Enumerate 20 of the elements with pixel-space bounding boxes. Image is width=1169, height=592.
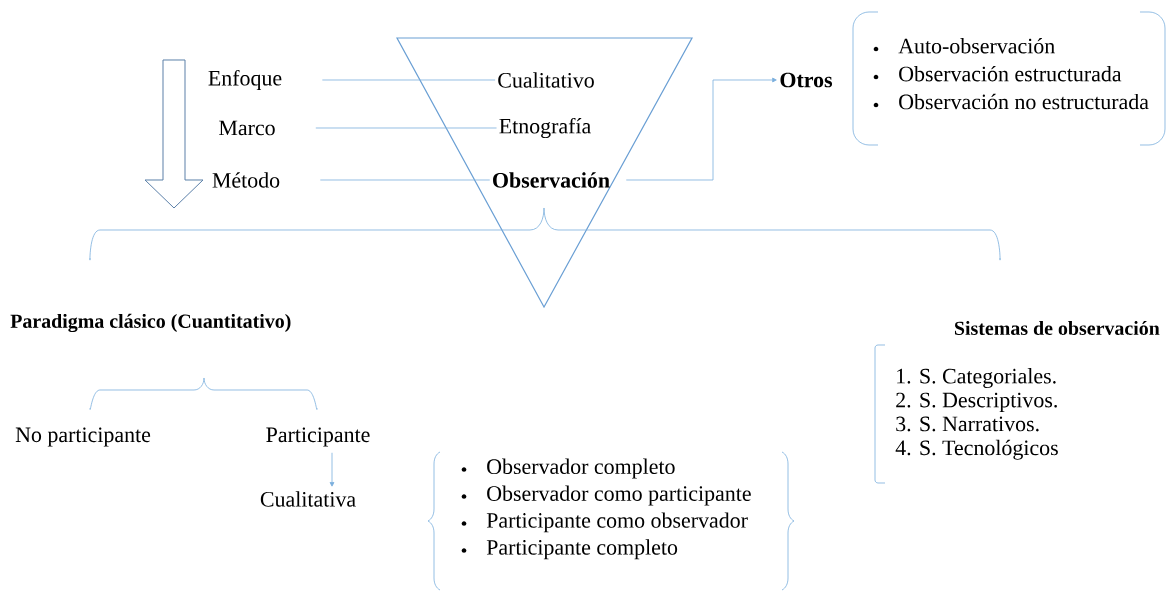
connector [625,77,777,181]
level-value: Cualitativo [498,72,594,88]
connector [319,179,491,181]
braced-list: Observador completo Observador como participante Participante como observador Participante completo [427,451,795,591]
heading: Otros [780,72,833,88]
level-value: Observación [493,172,610,188]
category-label: Cualitativa [260,491,356,507]
level-label: Método [212,172,280,188]
category-label: No participante [15,427,151,447]
bracketed-list: 1. S. Categoriales. 2. S. Descriptivos. 3. S. Narrativos. 4. S. Tecnológicos [874,344,1058,484]
connector [329,452,335,487]
heading: Paradigma clásico (Cuantitativo) [10,313,291,333]
category-label: Participante [266,427,370,447]
connector [315,127,497,129]
level-value: Etnografía [499,117,591,139]
heading: Sistemas de observación [955,321,1160,335]
level-label: Marco [219,120,275,136]
bracketed-list: Auto-observación Observación estructurada Observación no estructurada [852,11,1166,146]
connector [321,79,496,81]
level-label: Enfoque [208,69,282,91]
